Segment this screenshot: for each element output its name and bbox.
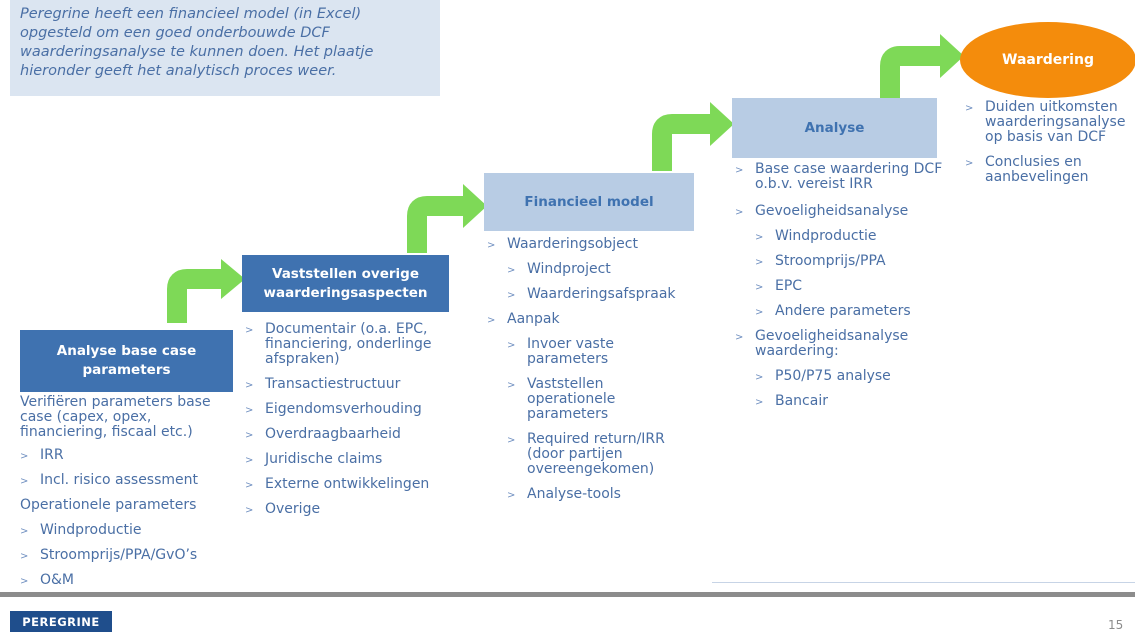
- stage-analyse: Analyse: [732, 98, 937, 158]
- chevron-right-icon: >: [20, 551, 29, 562]
- chevron-right-icon: >: [507, 380, 516, 391]
- chevron-right-icon: >: [245, 405, 254, 416]
- list-overige: >Documentair (o.a. EPC, financiering, on…: [245, 322, 470, 527]
- chevron-right-icon: >: [735, 207, 744, 218]
- step-arrow-2: [407, 184, 487, 253]
- list-item: Operationele parameters: [20, 497, 197, 513]
- chevron-right-icon: >: [507, 490, 516, 501]
- list-item: >Duiden uitkomsten waarderingsanalyse op…: [965, 99, 1126, 145]
- chevron-right-icon: >: [20, 476, 29, 487]
- stage-financieel-model: Financieel model: [484, 173, 694, 231]
- list-item: >Bancair: [755, 393, 828, 409]
- stage-financieel-model-label: Financieel model: [524, 193, 654, 210]
- list-item: >Waarderingsafspraak: [507, 286, 676, 302]
- list-item: Verifiëren parameters base case (capex, …: [20, 394, 211, 440]
- list-item: >Gevoeligheidsanalyse waardering:: [735, 328, 909, 359]
- chevron-right-icon: >: [507, 340, 516, 351]
- chevron-right-icon: >: [245, 455, 254, 466]
- chevron-right-icon: >: [965, 103, 974, 114]
- chevron-right-icon: >: [245, 480, 254, 491]
- step-arrow-3: [652, 102, 734, 171]
- step-arrow-1: [167, 259, 245, 323]
- list-item: >Transactiestructuur: [245, 376, 401, 392]
- chevron-right-icon: >: [245, 380, 254, 391]
- chevron-right-icon: >: [735, 165, 744, 176]
- list-item: >Windproject: [507, 261, 611, 277]
- peregrine-logo: PEREGRINE: [10, 611, 112, 632]
- list-item: >Vaststellen operationele parameters: [507, 376, 616, 422]
- intro-text: Peregrine heeft een financieel model (in…: [10, 0, 440, 96]
- list-waardering: >Duiden uitkomsten waarderingsanalyse op…: [965, 100, 1130, 195]
- list-item: >Incl. risico assessment: [20, 472, 199, 488]
- list-item: >Overdraagbaarheid: [245, 426, 401, 442]
- list-base-case: Verifiëren parameters base case (capex, …: [20, 395, 235, 598]
- chevron-right-icon: >: [507, 265, 516, 276]
- list-item: >Waarderingsobject: [487, 236, 638, 252]
- stage-analyse-base-case-label: Analyse base case parameters: [56, 343, 197, 378]
- list-item: >Stroomprijs/PPA/GvO’s: [20, 547, 198, 563]
- list-item: >EPC: [755, 278, 803, 294]
- chevron-right-icon: >: [755, 232, 764, 243]
- chevron-right-icon: >: [507, 290, 516, 301]
- chevron-right-icon: >: [755, 397, 764, 408]
- divider-thin: [712, 582, 1135, 583]
- stage-vaststellen-overige-label: Vaststellen overige waarderingsaspecten: [263, 265, 428, 301]
- chevron-right-icon: >: [755, 282, 764, 293]
- chevron-right-icon: >: [755, 307, 764, 318]
- stage-analyse-base-case: Analyse base case parameters: [20, 330, 233, 392]
- list-item: >Stroomprijs/PPA: [755, 253, 886, 269]
- chevron-right-icon: >: [245, 325, 254, 336]
- list-item: >Analyse-tools: [507, 486, 621, 502]
- chevron-right-icon: >: [755, 372, 764, 383]
- list-item: >P50/P75 analyse: [755, 368, 891, 384]
- step-arrow-4: [880, 34, 964, 98]
- list-item: >O&M: [20, 572, 75, 588]
- list-item: >Aanpak: [487, 311, 560, 327]
- stage-analyse-label: Analyse: [804, 119, 865, 136]
- list-item: >Windproductie: [755, 228, 877, 244]
- stage-waardering: Waardering: [960, 22, 1135, 98]
- stage-waardering-label: Waardering: [1002, 52, 1094, 68]
- stage-vaststellen-overige: Vaststellen overige waarderingsaspecten: [242, 255, 449, 312]
- chevron-right-icon: >: [735, 332, 744, 343]
- list-item: >Eigendomsverhouding: [245, 401, 422, 417]
- list-item: >Documentair (o.a. EPC, financiering, on…: [245, 321, 432, 367]
- chevron-right-icon: >: [20, 451, 29, 462]
- footer-rule: [0, 592, 1135, 597]
- list-item: >Gevoeligheidsanalyse: [735, 203, 909, 219]
- page-number: 15: [1108, 618, 1124, 632]
- chevron-right-icon: >: [487, 240, 496, 251]
- chevron-right-icon: >: [755, 257, 764, 268]
- chevron-right-icon: >: [245, 505, 254, 516]
- list-item: >Windproductie: [20, 522, 142, 538]
- list-financieel-model: >Waarderingsobject >Windproject >Waarder…: [487, 237, 712, 512]
- list-item: >Invoer vaste parameters: [507, 336, 614, 367]
- list-item: >Juridische claims: [245, 451, 383, 467]
- list-item: >IRR: [20, 447, 64, 463]
- list-item: >Base case waardering DCF o.b.v. vereist…: [735, 161, 943, 192]
- list-item: >Andere parameters: [755, 303, 911, 319]
- list-item: >Conclusies en aanbevelingen: [965, 154, 1089, 185]
- chevron-right-icon: >: [487, 315, 496, 326]
- chevron-right-icon: >: [245, 430, 254, 441]
- chevron-right-icon: >: [20, 576, 29, 587]
- list-item: >Externe ontwikkelingen: [245, 476, 430, 492]
- chevron-right-icon: >: [965, 158, 974, 169]
- chevron-right-icon: >: [507, 435, 516, 446]
- list-analyse: >Base case waardering DCF o.b.v. vereist…: [735, 162, 945, 419]
- list-item: >Required return/IRR (door partijen over…: [507, 431, 665, 477]
- chevron-right-icon: >: [20, 526, 29, 537]
- list-item: >Overige: [245, 501, 321, 517]
